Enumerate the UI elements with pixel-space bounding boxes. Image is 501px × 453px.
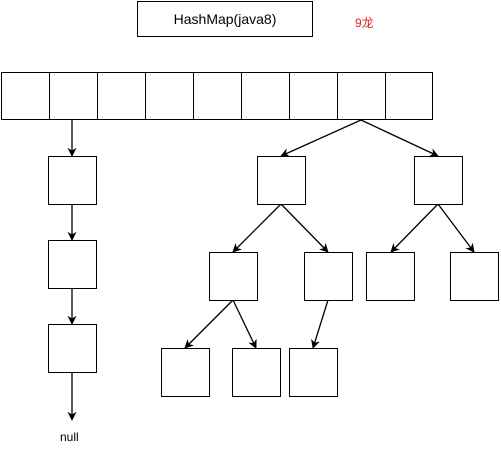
bucket-cell [337, 72, 386, 120]
tree-node [414, 156, 463, 205]
tree-node [257, 156, 306, 205]
tree-arrow [232, 299, 257, 349]
tree-node [289, 348, 338, 397]
tree-arrow [390, 203, 439, 253]
tree-node [209, 252, 258, 301]
list-node [48, 240, 97, 289]
bucket-cell [97, 72, 146, 120]
tree-node [304, 252, 353, 301]
tree-arrow [280, 119, 362, 157]
tree-node [450, 252, 499, 301]
list-node [48, 324, 97, 373]
null-label: null [60, 430, 79, 444]
list-node [48, 156, 97, 205]
tree-node [161, 348, 210, 397]
bucket-cell [385, 72, 433, 120]
bucket-cell [193, 72, 242, 120]
diagram-title: HashMap(java8) [173, 11, 277, 27]
diagram-title-box: HashMap(java8) [137, 1, 313, 37]
bucket-cell [289, 72, 338, 120]
tree-arrow [232, 203, 282, 253]
tree-arrow [360, 119, 439, 157]
tree-node [232, 348, 281, 397]
tree-arrow [437, 203, 475, 253]
tree-arrow [280, 203, 329, 253]
author-label: 9龙 [355, 16, 374, 30]
tree-node [366, 252, 415, 301]
bucket-cell [49, 72, 98, 120]
bucket-cell [145, 72, 194, 120]
tree-arrow [184, 299, 234, 349]
bucket-cell [241, 72, 290, 120]
tree-arrow [311, 299, 329, 349]
